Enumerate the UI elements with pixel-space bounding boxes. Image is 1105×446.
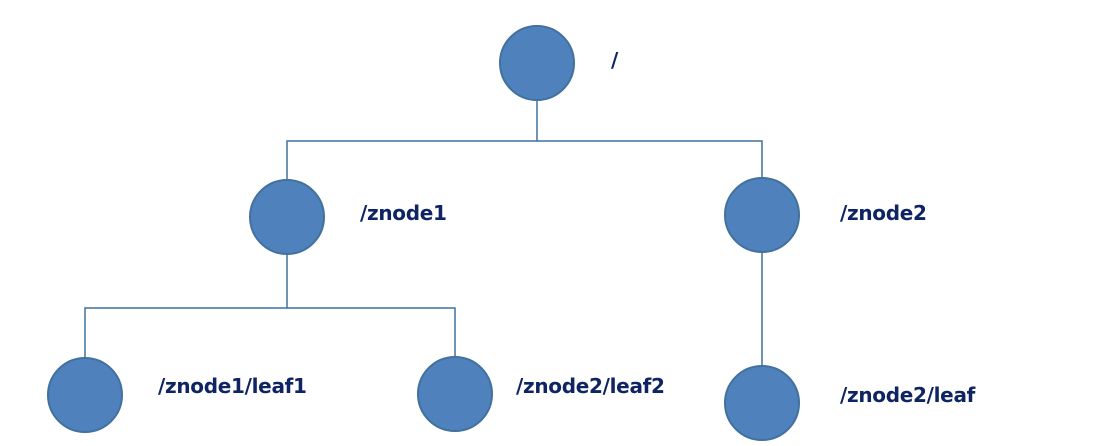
label-znode2: /znode2 [840,201,927,225]
node-root [499,25,575,101]
label-znode1-leaf1: /znode1/leaf1 [158,374,307,398]
node-znode1-leaf1 [47,357,123,433]
edge-root-to-children [286,100,538,180]
edge-root-to-znode2 [537,140,763,178]
node-znode2-leaf2 [417,356,493,432]
edge-znode1-to-leaf2 [287,307,456,357]
tree-nodes [47,25,800,441]
tree-labels: / /znode1 /znode2 /znode1/leaf1 /znode2/… [158,48,976,407]
node-znode2 [724,177,800,253]
edge-znode1-to-leaf1 [84,255,288,358]
node-znode1 [249,179,325,255]
tree-edges [84,100,763,367]
node-znode2-leaf [724,365,800,441]
label-znode2-leaf2: /znode2/leaf2 [516,374,665,398]
label-znode1: /znode1 [360,201,447,225]
label-root: / [611,48,619,72]
label-znode2-leaf: /znode2/leaf [840,383,976,407]
